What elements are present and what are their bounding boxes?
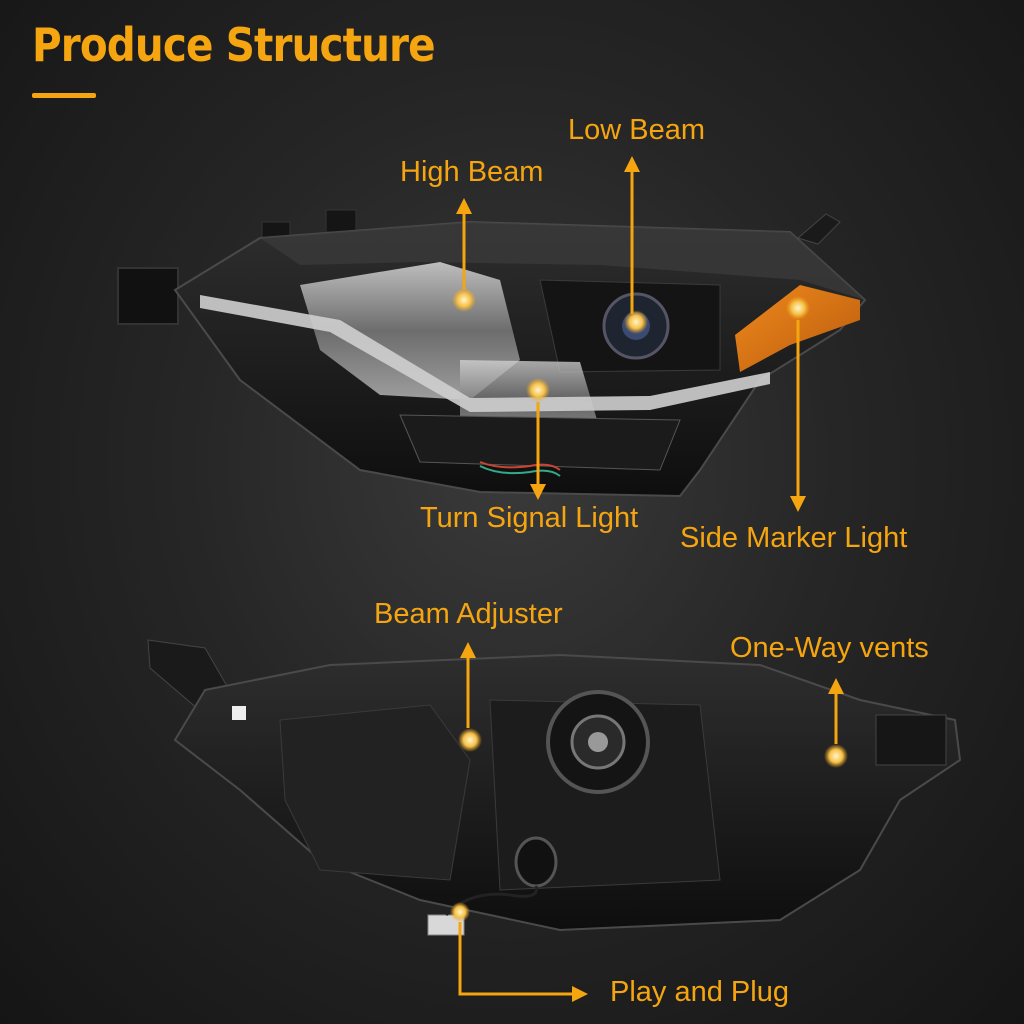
wire bbox=[479, 461, 561, 471]
bulb-center bbox=[588, 732, 608, 752]
beam-adjuster-point bbox=[458, 728, 482, 752]
rear-cover-left bbox=[279, 704, 471, 881]
headlight-front-view bbox=[117, 209, 867, 498]
arrow-play-plug bbox=[458, 922, 574, 996]
label-side-marker: Side Marker Light bbox=[680, 522, 908, 554]
label-high-beam: High Beam bbox=[400, 156, 544, 188]
mount-tab bbox=[796, 213, 841, 245]
label-low-beam: Low Beam bbox=[568, 114, 706, 146]
wire bbox=[479, 465, 561, 477]
mount-tab bbox=[325, 209, 357, 233]
vents-point bbox=[824, 744, 848, 768]
high-beam-point bbox=[452, 288, 476, 312]
clip bbox=[232, 706, 246, 720]
headlight-rear-view bbox=[147, 639, 962, 936]
page-title: Produce Structure bbox=[32, 18, 436, 72]
rear-socket bbox=[514, 836, 558, 888]
chrome-strip bbox=[200, 295, 770, 412]
label-one-way-vents: One-Way vents bbox=[730, 632, 929, 664]
turn-signal-point bbox=[526, 378, 550, 402]
label-beam-adjuster: Beam Adjuster bbox=[374, 598, 563, 630]
low-beam-point bbox=[624, 310, 648, 334]
label-play-and-plug: Play and Plug bbox=[610, 976, 789, 1008]
side-marker-point bbox=[786, 296, 810, 320]
connector-block bbox=[117, 267, 179, 325]
title-underline bbox=[32, 93, 96, 98]
plug-point bbox=[450, 902, 470, 922]
label-turn-signal: Turn Signal Light bbox=[420, 502, 639, 534]
lower-trim bbox=[399, 414, 681, 471]
callout-arrows bbox=[456, 156, 844, 1002]
lens-top bbox=[260, 222, 865, 300]
side-mount bbox=[875, 714, 947, 766]
